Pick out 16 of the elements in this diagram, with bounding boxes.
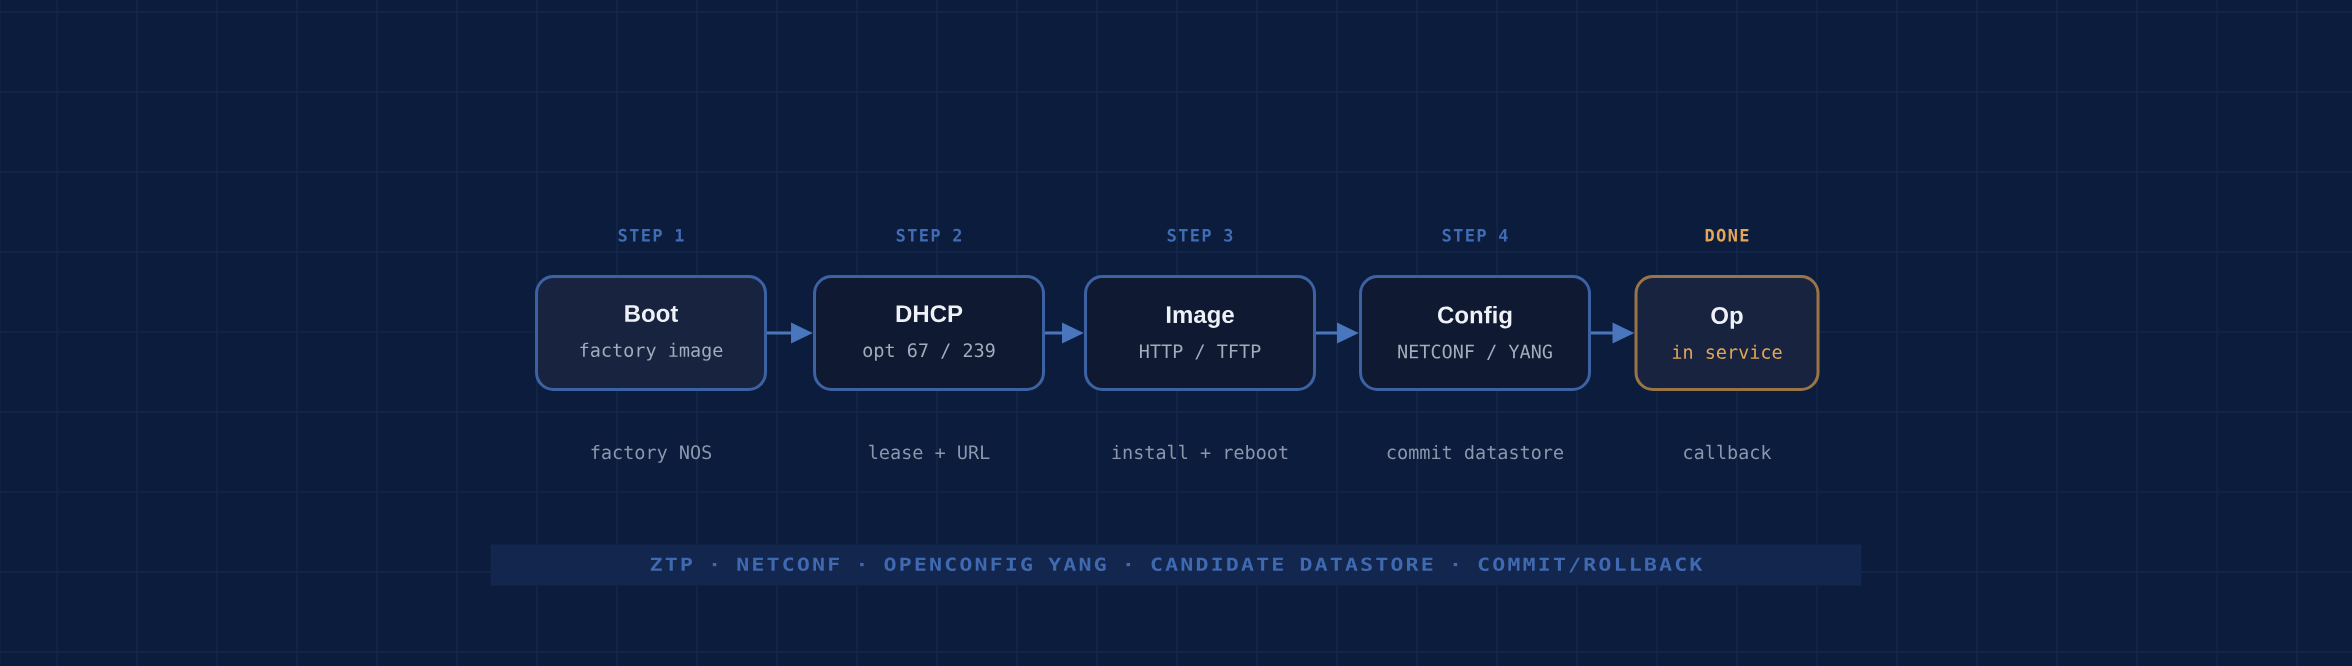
step-caption: callback [1684, 444, 1772, 460]
step-label: STEP 2 [896, 228, 962, 242]
step-caption: commit datastore [1387, 444, 1563, 460]
step-label: DONE [1705, 228, 1749, 242]
step-label: STEP 1 [618, 228, 684, 242]
process-box: Boot factory image [535, 275, 767, 391]
process-box: Image HTTP / TFTP [1084, 275, 1316, 391]
keyword-banner: ZTP · NETCONF · OPENCONFIG YANG · CANDIDATE DATASTORE · COMMIT/ROLLBACK [490, 544, 1862, 586]
process-box: Op in service [1634, 275, 1820, 391]
process-box: Config NETCONF / YANG [1359, 275, 1591, 391]
process-box: DHCP opt 67 / 239 [813, 275, 1045, 391]
step-caption: factory NOS [591, 444, 712, 463]
step-label: STEP 4 [1442, 228, 1508, 242]
step-caption: install + reboot [1112, 444, 1288, 460]
step-caption: lease + URL [869, 444, 990, 460]
step-label: STEP 3 [1167, 228, 1233, 242]
